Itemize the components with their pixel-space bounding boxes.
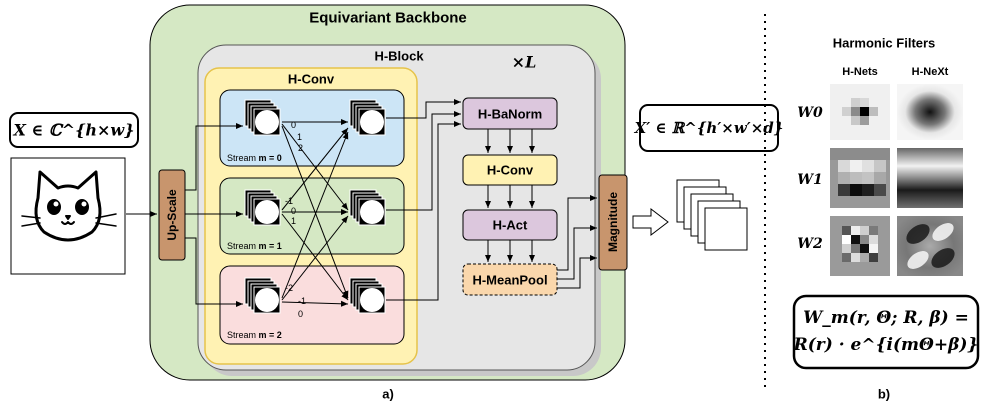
equation-line2: R(r) · e^{i(mΘ+β)} <box>793 335 979 355</box>
edge-label: 2 <box>298 143 304 153</box>
filters-col-hnets: H-Nets <box>842 66 878 78</box>
edge-label: -1 <box>298 296 307 306</box>
input-formula: X ∈ ℂ^{h×w} <box>13 120 135 140</box>
equation-line1: W_m(r, Θ; R, β) = <box>803 308 969 328</box>
equation-box <box>792 294 980 370</box>
output-formula-box <box>639 104 779 152</box>
filters-row-w1: W1 <box>797 172 823 188</box>
magnitude-label: Magnitude <box>606 192 620 252</box>
filter-hnets-w1 <box>830 148 890 208</box>
edge-label: 0 <box>298 309 304 319</box>
output-formula: X′ ∈ ℝ^{h′×w′×d} <box>634 119 784 137</box>
cat-face-icon <box>21 170 117 242</box>
input-formula-box <box>9 112 139 148</box>
hconv-label: H-Conv <box>486 162 534 178</box>
panel-label-a: a) <box>382 386 394 402</box>
backbone-title: Equivariant Backbone <box>309 9 467 27</box>
hblock-title: H-Block <box>374 48 424 64</box>
edge-label: -2 <box>285 283 294 293</box>
filters-row-w0: W0 <box>797 105 823 121</box>
output-feature-stack <box>676 179 748 251</box>
banorm-label: H-BaNorm <box>477 106 543 122</box>
filter-hnext-w2 <box>897 216 963 276</box>
stream-label-1: Stream m = 1 <box>227 241 282 251</box>
magnitude-block <box>598 174 628 271</box>
filter-hnext-w0 <box>897 84 963 140</box>
stream-label-2: Stream m = 2 <box>227 330 282 340</box>
edge-label: 0 <box>291 120 297 130</box>
filters-col-hnext: H-NeXt <box>911 66 949 78</box>
edge-label: -1 <box>285 196 294 206</box>
edge-label: 0 <box>291 206 297 216</box>
filter-hnets-w0 <box>830 84 890 140</box>
filter-hnext-w1 <box>897 148 963 208</box>
stream-label-0: Stream m = 0 <box>227 153 282 163</box>
filters-title: Harmonic Filters <box>832 35 936 51</box>
panel-label-b: b) <box>877 386 891 402</box>
hconv-group-title: H-Conv <box>287 71 335 87</box>
meanpool-label: H-MeanPool <box>472 272 548 288</box>
edge-label: 1 <box>291 216 297 226</box>
upscale-block <box>158 169 186 261</box>
filters-row-w2: W2 <box>797 236 823 252</box>
hblock-repeat-label: ×L <box>511 52 537 72</box>
act-label: H-Act <box>492 217 528 233</box>
output-arrow <box>632 207 669 237</box>
upscale-label: Up-Scale <box>165 189 179 241</box>
edge-label: 1 <box>297 132 303 142</box>
filter-hnets-w2 <box>830 216 890 276</box>
